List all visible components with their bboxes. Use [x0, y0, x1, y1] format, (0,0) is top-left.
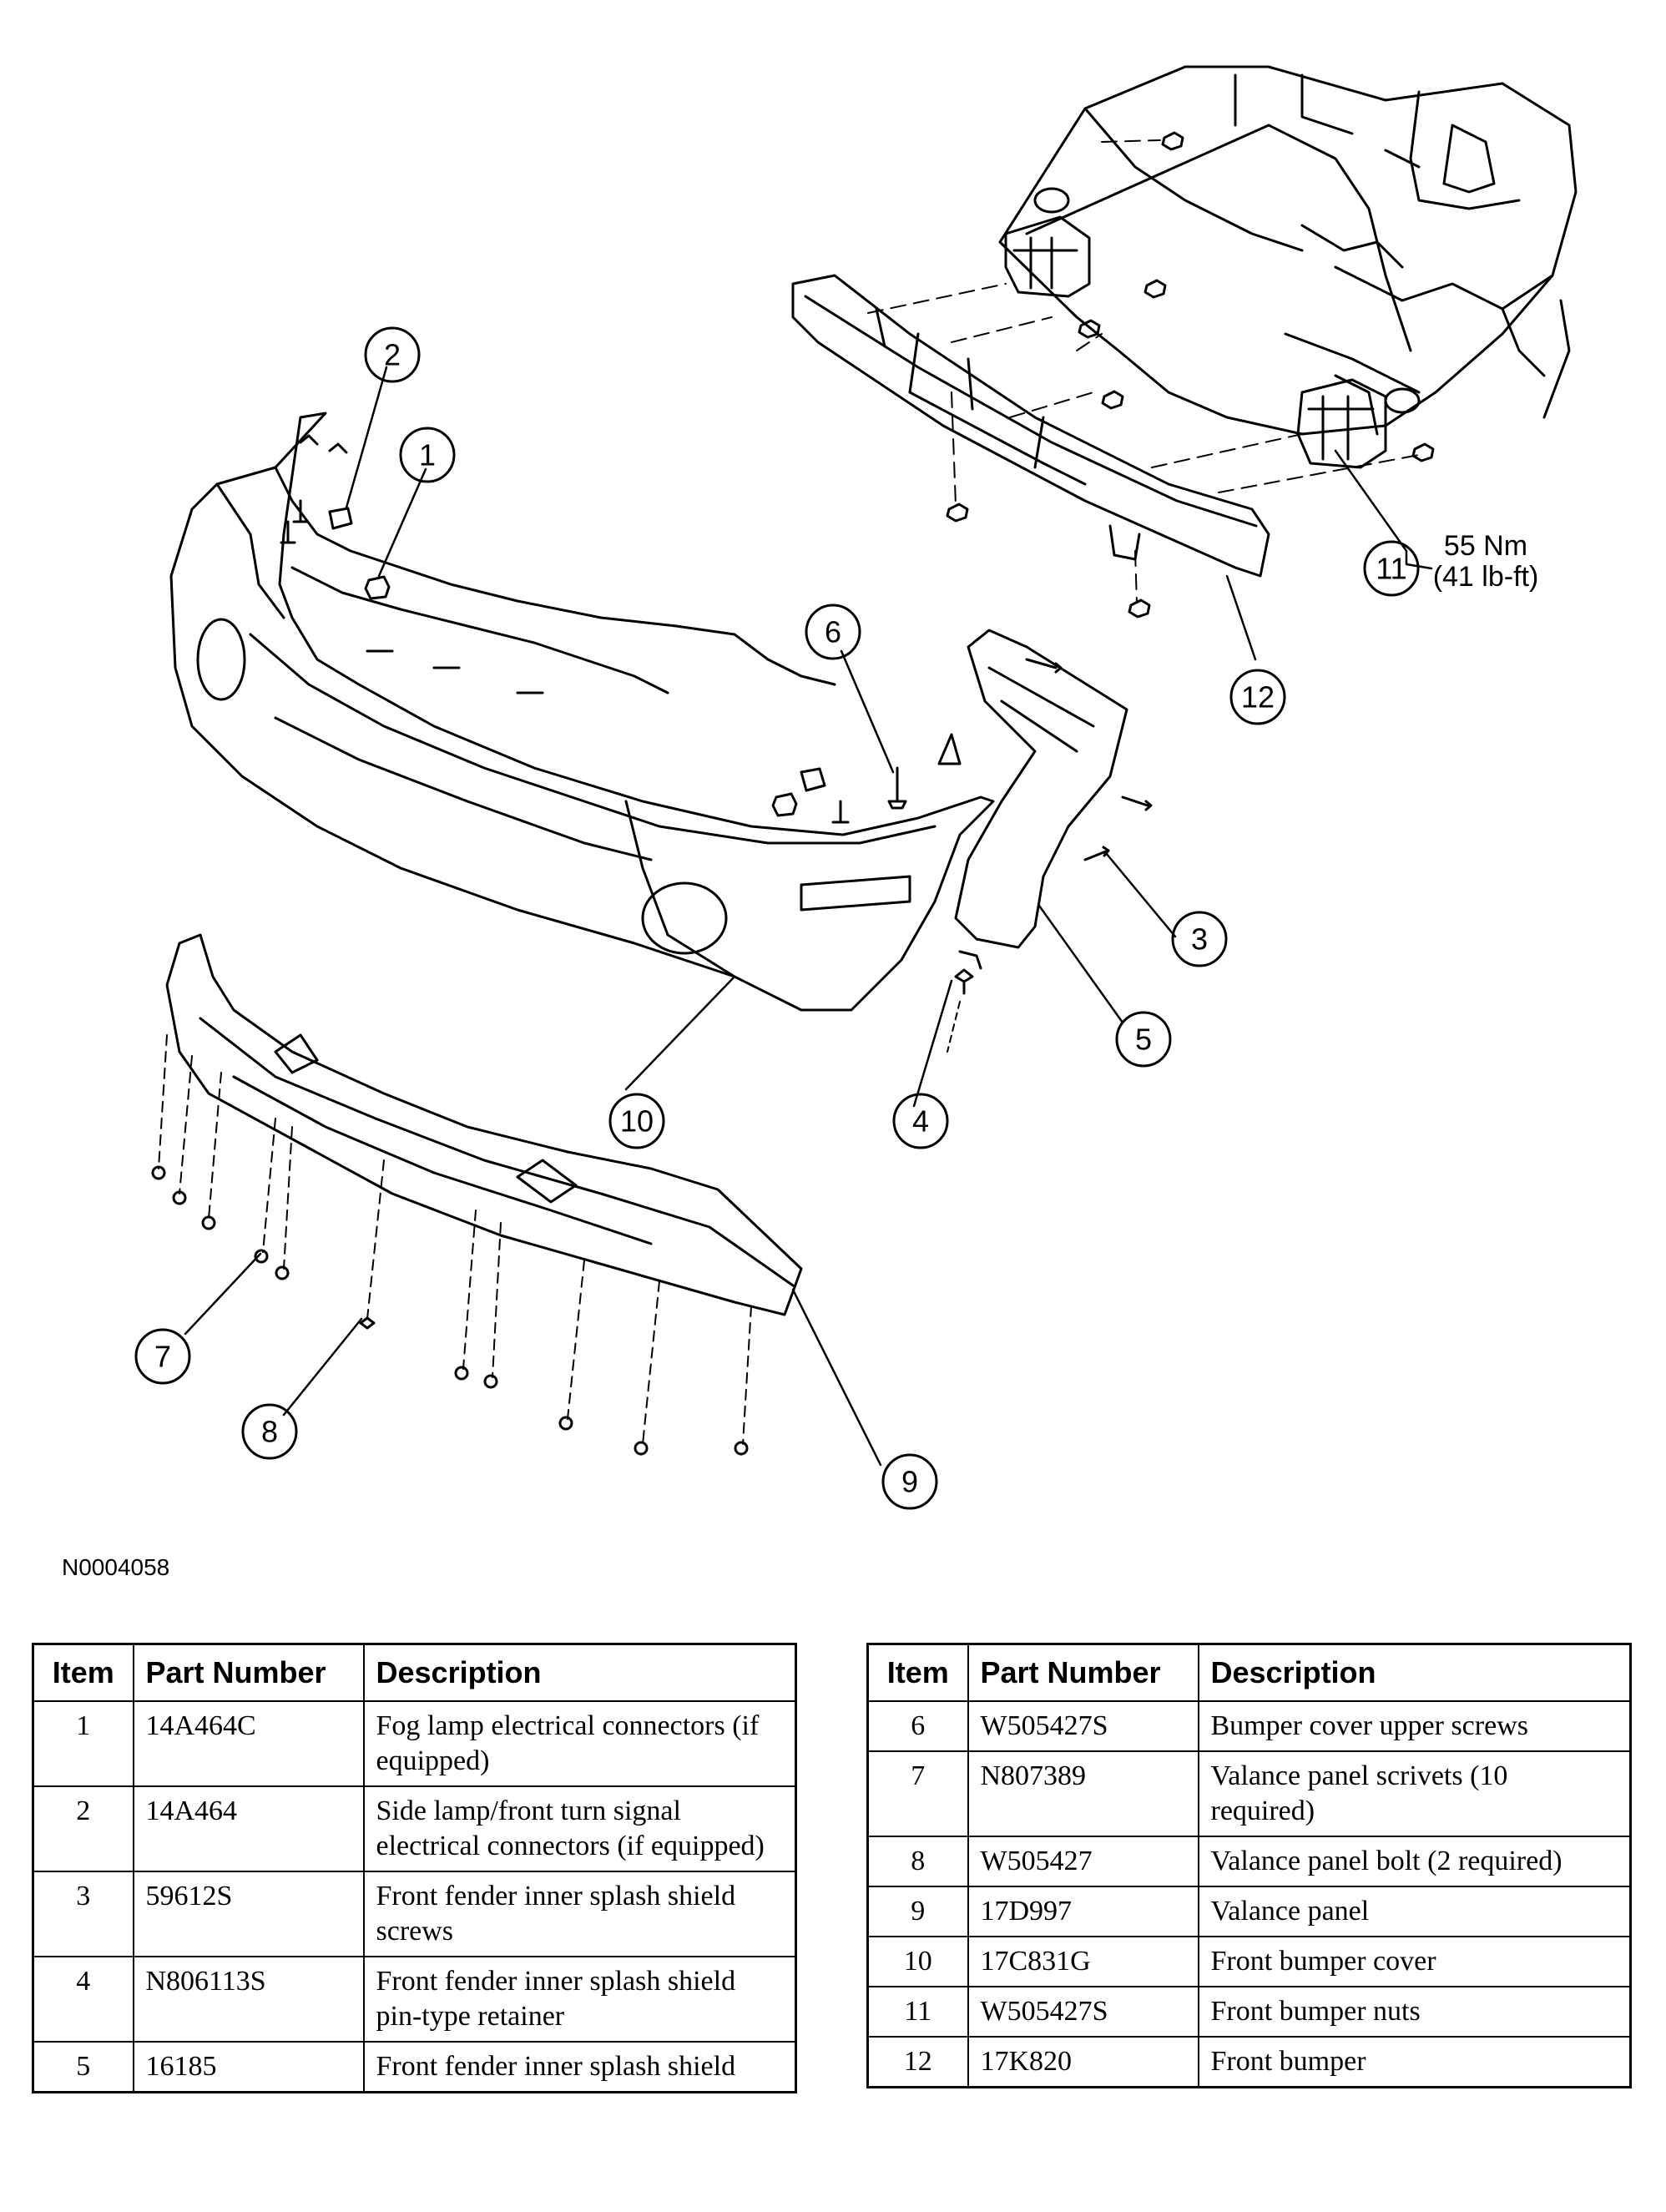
description-cell: Front fender inner splash shield	[362, 2041, 797, 2093]
description-cell: Front bumper nuts	[1197, 1986, 1632, 2038]
description-cell: Valance panel	[1197, 1886, 1632, 1937]
table-row: 7 N807389 Valance panel scrivets (10 req…	[866, 1750, 1632, 1837]
table-row: 3 59612S Front fender inner splash shiel…	[32, 1871, 797, 1957]
table-header-row: Item Part Number Description	[32, 1643, 797, 1702]
part-number-cell: W505427S	[967, 1700, 1199, 1752]
front-bumper-cover	[169, 412, 995, 1012]
item-cell: 9	[866, 1886, 969, 1937]
callout-leader-lines	[184, 366, 1433, 1467]
splash-shield-pin-retainer	[947, 968, 974, 1053]
part-number-cell: N807389	[967, 1750, 1199, 1837]
valance-panel	[165, 933, 803, 1316]
torque-spec: 55 Nm (41 lb-ft)	[1433, 530, 1539, 593]
description-cell: Fog lamp electrical connectors (if equip…	[362, 1700, 797, 1787]
callout-1: 1	[419, 438, 436, 472]
callout-11: 11	[1376, 552, 1406, 586]
item-cell: 5	[32, 2041, 134, 2093]
fog-lamp-connector	[364, 575, 798, 817]
description-cell: Valance panel scrivets (10 required)	[1197, 1750, 1632, 1837]
side-lamp-connector	[328, 507, 826, 792]
part-number-cell: 17C831G	[967, 1936, 1199, 1987]
table-row: 8 W505427 Valance panel bolt (2 required…	[866, 1836, 1632, 1887]
table-row: 10 17C831G Front bumper cover	[866, 1936, 1632, 1987]
item-cell: 10	[866, 1936, 969, 1987]
callout-2: 2	[384, 338, 401, 372]
description-cell: Front bumper	[1197, 2036, 1632, 2088]
table-row: 12 17K820 Front bumper	[866, 2036, 1632, 2088]
splash-shield-screws	[1025, 658, 1153, 861]
item-cell: 8	[866, 1836, 969, 1887]
table-row: 11 W505427S Front bumper nuts	[866, 1986, 1632, 2038]
description-cell: Bumper cover upper screws	[1197, 1700, 1632, 1752]
bumper-cover-upper-screws	[280, 499, 907, 824]
front-bumper	[791, 274, 1270, 578]
part-number-cell: 17D997	[967, 1886, 1199, 1937]
table-row: 6 W505427S Bumper cover upper screws	[866, 1700, 1632, 1752]
description-cell: Front fender inner splash shield pin-typ…	[362, 1956, 797, 2043]
item-cell: 11	[866, 1986, 969, 2038]
item-cell: 6	[866, 1700, 969, 1752]
table-header-row: Item Part Number Description	[866, 1643, 1632, 1702]
header-description: Description	[1197, 1643, 1632, 1702]
description-cell: Valance panel bolt (2 required)	[1197, 1836, 1632, 1887]
header-item: Item	[32, 1643, 134, 1702]
table-row: 9 17D997 Valance panel	[866, 1886, 1632, 1937]
description-cell: Front bumper cover	[1197, 1936, 1632, 1987]
description-cell: Front fender inner splash shield screws	[362, 1871, 797, 1957]
parts-table-left: Item Part Number Description 1 14A464C F…	[32, 1643, 797, 2093]
figure-id: N0004058	[62, 1554, 170, 1580]
part-number-cell: N806113S	[132, 1956, 365, 2043]
parts-table-right: Item Part Number Description 6 W505427S …	[866, 1643, 1632, 2088]
valance-panel-scrivets	[158, 1034, 752, 1445]
vehicle-frame	[998, 65, 1578, 436]
item-cell: 12	[866, 2036, 969, 2088]
callout-4: 4	[912, 1104, 929, 1139]
callout-5: 5	[1135, 1023, 1152, 1057]
valance-bolt-head	[359, 1316, 376, 1330]
description-cell: Side lamp/front turn signal electrical c…	[362, 1785, 797, 1872]
part-number-cell: W505427S	[967, 1986, 1199, 2038]
table-row: 5 16185 Front fender inner splash shield	[32, 2041, 797, 2093]
callout-12: 12	[1241, 680, 1275, 715]
callout-8: 8	[261, 1415, 278, 1449]
header-item: Item	[866, 1643, 969, 1702]
part-number-cell: 16185	[132, 2041, 365, 2093]
torque-imperial: (41 lb-ft)	[1433, 561, 1539, 593]
valance-panel-bolt	[366, 1159, 385, 1320]
callout-9: 9	[901, 1465, 918, 1499]
callout-6: 6	[825, 615, 841, 649]
callout-3: 3	[1191, 922, 1208, 957]
header-part-number: Part Number	[132, 1643, 365, 1702]
item-cell: 1	[32, 1700, 134, 1787]
item-cell: 3	[32, 1871, 134, 1957]
bumper-mount-bracket-right	[1296, 378, 1421, 469]
callout-10: 10	[620, 1104, 654, 1139]
torque-metric: 55 Nm	[1444, 530, 1527, 562]
callout-circles	[134, 326, 1420, 1510]
front-fender-inner-splash-shield	[937, 629, 1128, 970]
valance-scrivet-heads	[151, 1165, 749, 1456]
item-cell: 2	[32, 1785, 134, 1872]
table-row: 1 14A464C Fog lamp electrical connectors…	[32, 1700, 797, 1787]
front-bumper-nuts	[946, 131, 1435, 619]
callout-numbers: 2 1 3 4 5 6 7 8 9 10 11 12	[154, 338, 1407, 1499]
header-part-number: Part Number	[967, 1643, 1199, 1702]
part-number-cell: W505427	[967, 1836, 1199, 1887]
item-cell: 7	[866, 1750, 969, 1837]
header-description: Description	[362, 1643, 797, 1702]
part-number-cell: 59612S	[132, 1871, 365, 1957]
bumper-mount-dashed-lines	[867, 139, 1420, 604]
table-row: 2 14A464 Side lamp/front turn signal ele…	[32, 1785, 797, 1872]
bumper-mount-bracket-left	[1004, 187, 1091, 298]
exploded-view-diagram: 2 1 3 4 5 6 7 8 9 10 11 12 55 Nm (41 lb-…	[134, 65, 1578, 1510]
part-number-cell: 14A464	[132, 1785, 365, 1872]
part-number-cell: 17K820	[967, 2036, 1199, 2088]
table-row: 4 N806113S Front fender inner splash shi…	[32, 1956, 797, 2043]
callout-7: 7	[154, 1340, 171, 1374]
item-cell: 4	[32, 1956, 134, 2043]
part-number-cell: 14A464C	[132, 1700, 365, 1787]
